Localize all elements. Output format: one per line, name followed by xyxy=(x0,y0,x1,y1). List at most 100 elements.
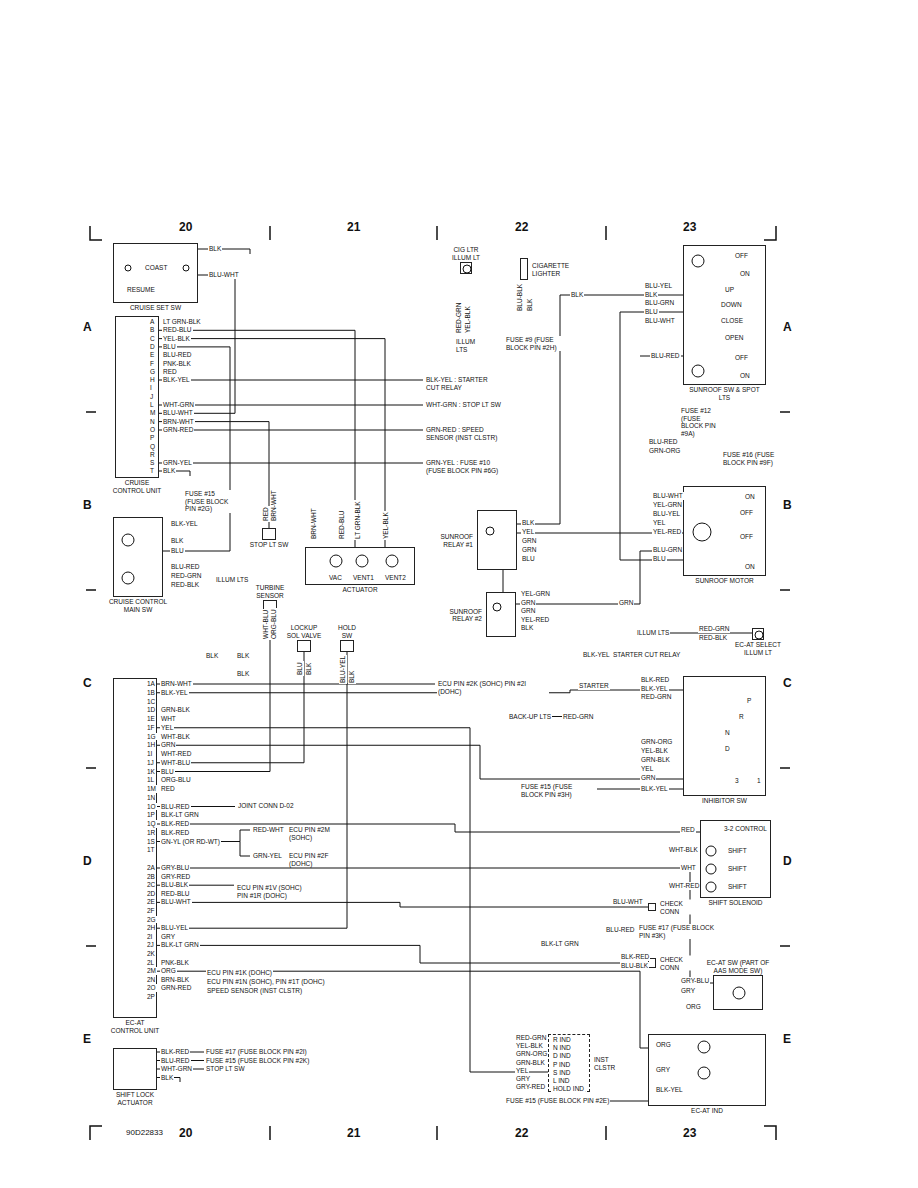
wire-label: Q xyxy=(149,443,156,451)
wire-label: 1L xyxy=(146,776,155,784)
wire-label: 2F xyxy=(146,907,156,915)
wire-label: BLU-BLK xyxy=(516,283,524,312)
switch-box: CRUISE CONTROL MAIN SW xyxy=(113,517,163,597)
wire-label: F xyxy=(149,360,155,368)
wire-label: GRY-BLU xyxy=(160,864,190,872)
wire-label: BRN-BLK xyxy=(160,976,190,984)
wire xyxy=(159,380,423,381)
wire-label: BRN-WHT xyxy=(160,680,193,688)
wire-label: STOP LT SW xyxy=(205,1065,246,1073)
wire-label: BLK xyxy=(570,291,584,299)
terminal-label: OPEN xyxy=(724,334,744,342)
wire-label: RED-BLU xyxy=(162,326,193,334)
wire-label: GRY-RED xyxy=(160,873,191,881)
wire-label: GRN-ORG xyxy=(515,1050,548,1058)
wire-label: WHT-GRN xyxy=(162,401,195,409)
wire-label: BRN-WHT xyxy=(310,507,318,540)
wire xyxy=(159,339,385,547)
wire-label: 1D xyxy=(146,706,156,714)
terminal-label: D xyxy=(724,745,731,753)
component-name: LOCKUP SOL VALVE xyxy=(286,624,323,639)
terminal-symbol xyxy=(733,987,745,999)
wire-label: RED-BLU xyxy=(338,509,346,540)
terminal-symbols xyxy=(753,629,763,639)
wire-label: R xyxy=(149,451,156,459)
wire-label: ORG xyxy=(685,1003,702,1011)
terminal-label: VENT2 xyxy=(384,574,407,582)
wire-label: 1B xyxy=(146,689,156,697)
wire-label: 2I xyxy=(146,933,153,941)
terminal-label: 1 xyxy=(756,777,762,785)
wire-label: BLK xyxy=(520,624,534,632)
terminal-label: OFF xyxy=(739,509,754,517)
wire-label: 2H xyxy=(146,924,156,932)
component-name: SUNROOF RELAY #2 xyxy=(441,607,483,622)
wire-label: 1E xyxy=(146,715,156,723)
wire-label: GRY-BLU xyxy=(680,977,710,985)
terminal-label: SHIFT xyxy=(727,847,748,855)
wire xyxy=(159,463,423,464)
terminal-symbol xyxy=(706,882,716,892)
wire-label: BLU-WHT xyxy=(652,492,684,500)
grid-tick xyxy=(269,226,271,240)
terminal-label: COAST xyxy=(144,264,168,272)
wire-label: L xyxy=(149,401,155,409)
terminal-symbols xyxy=(478,511,516,569)
wire-label: WHT-GRN xyxy=(160,1065,193,1073)
wire-label: YEL-RED xyxy=(520,616,550,624)
wire-label: YEL-GRN xyxy=(652,501,683,509)
terminal-label: ON xyxy=(739,270,751,278)
grid-tick xyxy=(436,226,438,240)
wire-label: 2A xyxy=(146,864,156,872)
wire-label: GRN-ORG xyxy=(640,738,673,746)
component-name: CIG LTR ILLUM LT xyxy=(445,246,487,261)
wire-label: 1R xyxy=(146,829,156,837)
wire-label: GRN-RED : SPEED SENSOR (INST CLSTR) xyxy=(425,426,507,441)
wire-connector xyxy=(159,330,355,547)
wire-connector xyxy=(159,422,269,528)
terminal-symbol xyxy=(493,603,501,611)
wire-label: BLU-RED xyxy=(170,563,201,571)
wire-label: BLU-RED xyxy=(160,1057,191,1065)
terminal-symbols xyxy=(461,263,471,273)
switch-connector: STOP LT SW xyxy=(262,528,276,540)
wire-label: 2E xyxy=(146,898,156,906)
wire-label: WHT-BLU xyxy=(262,609,270,640)
actuator-box: SHIFT LOCK ACTUATOR xyxy=(113,1048,157,1090)
terminal-symbol xyxy=(330,555,342,567)
terminal-label: HOLD IND xyxy=(552,1085,585,1093)
component-name: STOP LT SW xyxy=(249,541,290,549)
wire-label: BLU xyxy=(296,661,304,676)
cluster-bracket: R INDN INDD INDP INDS INDL INDHOLD INDIN… xyxy=(548,1034,590,1092)
wire-label: YEL xyxy=(515,1067,529,1075)
grid-reference: B xyxy=(82,498,93,512)
terminal-label: 3 xyxy=(734,777,740,785)
wire-label: BLK-YEL xyxy=(162,376,191,384)
wire-label: BLK-YEL : STARTER CUT RELAY xyxy=(425,376,502,391)
wire-connector xyxy=(516,551,683,604)
wire-label: YEL-BLK xyxy=(640,747,669,755)
wire-label: BLU-GRN xyxy=(644,299,675,307)
wire xyxy=(240,842,250,857)
wire-label: BLK xyxy=(160,1074,174,1082)
grid-reference: D xyxy=(782,854,793,868)
wire-label: 2L xyxy=(146,959,155,967)
terminal-symbol xyxy=(486,527,494,535)
wire-label: FUSE #17 (FUSE BLOCK PIN #3K) xyxy=(638,924,720,939)
wire-label: ECU PIN #1K (DOHC) xyxy=(206,969,273,977)
valve-connector: LOCKUP SOL VALVE xyxy=(297,640,311,652)
terminal-symbol xyxy=(125,265,131,271)
wire-label: BLU-WHT xyxy=(644,317,676,325)
wire-label: RED-BLK xyxy=(698,634,728,642)
relay-box: SUNROOF RELAY #1 xyxy=(477,510,517,570)
wire-label: 2P xyxy=(146,993,156,1001)
component-name: SHIFT SOLENOID xyxy=(707,899,763,907)
component-name: EC-AT SELECT ILLUM LT xyxy=(727,641,789,656)
wire-label: ECU PIN #1V (SOHC) PIN #1R (DOHC) xyxy=(236,884,308,899)
terminal-label: R xyxy=(738,713,745,721)
wire-label: GRN-BLK xyxy=(160,706,191,714)
wire-label: J xyxy=(149,393,154,401)
wire-label: I xyxy=(149,384,153,392)
wire-label: WHT-BLK xyxy=(668,846,699,854)
grid-reference: 20 xyxy=(178,1126,193,1140)
